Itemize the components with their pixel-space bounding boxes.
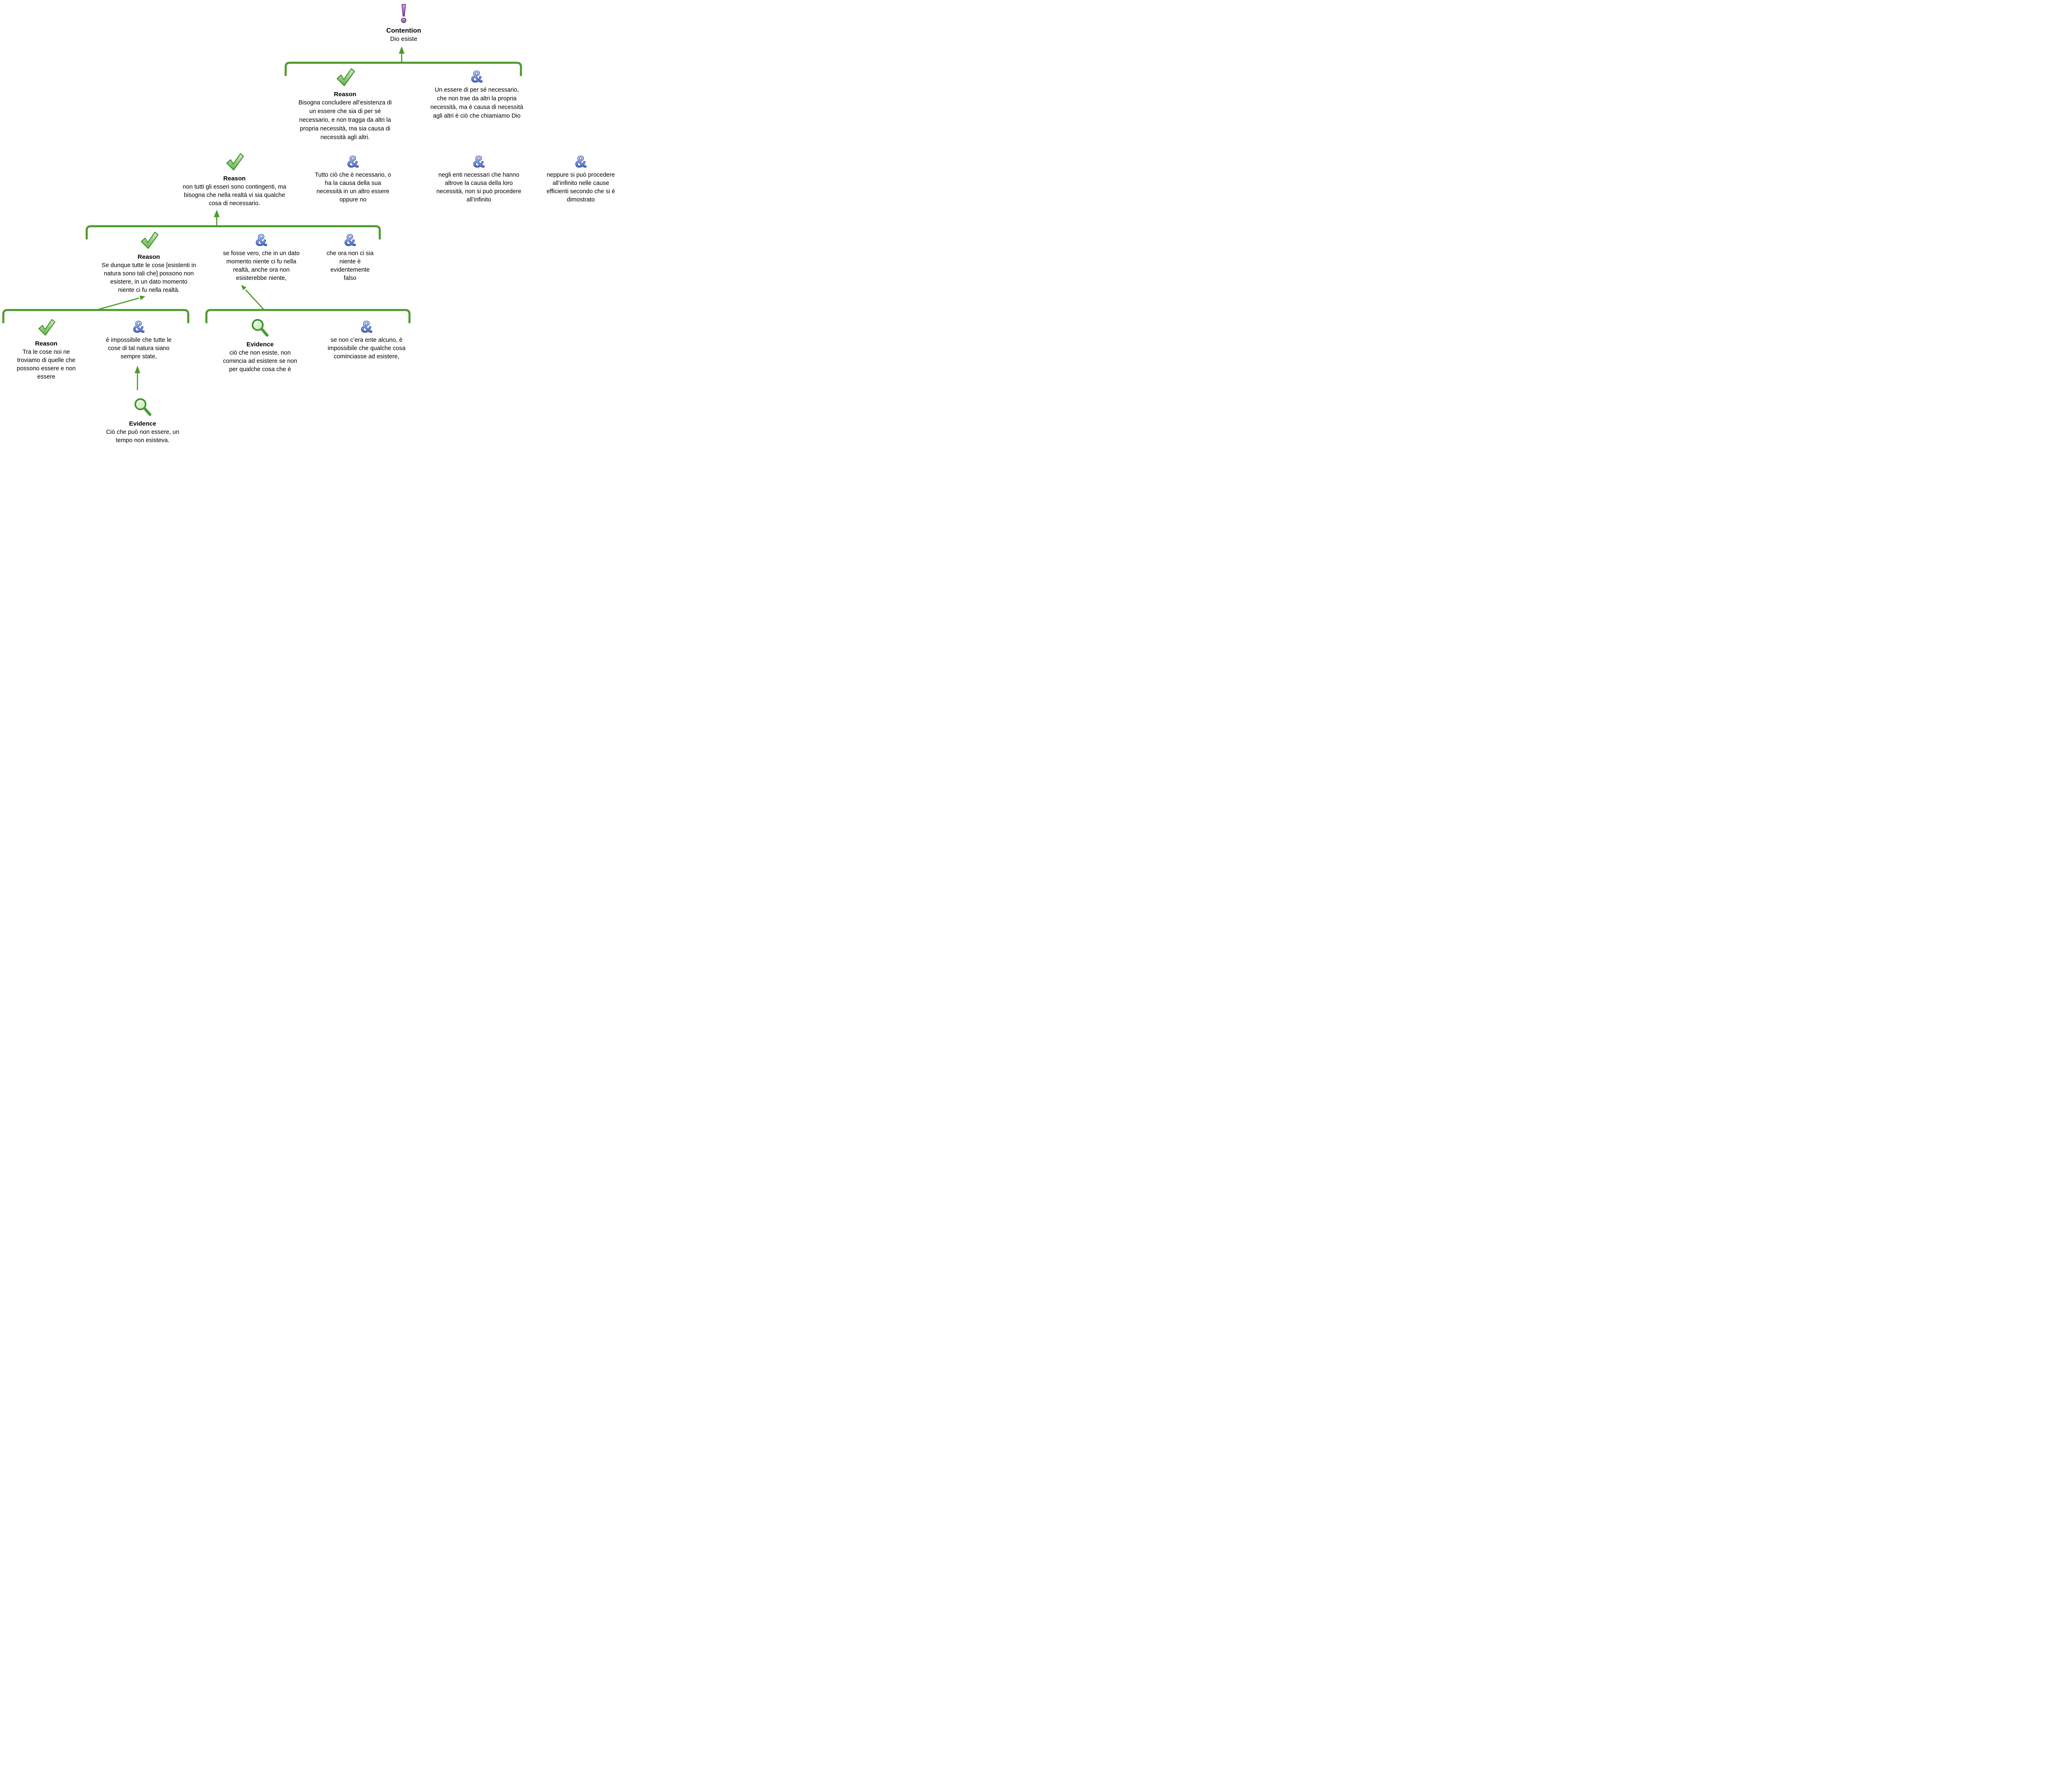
ampersand-icon: & xyxy=(471,68,483,86)
contention-text: Dio esiste xyxy=(390,36,417,43)
contention-label: Contention xyxy=(386,27,421,34)
evidence-text: ciò che non esiste, non comincia ad esis… xyxy=(223,350,297,373)
ampersand-icon: & xyxy=(575,153,587,171)
ampersand-icon: & xyxy=(473,153,485,171)
reason-label: Reason xyxy=(35,340,58,347)
reason2-node[interactable]: Reason non tutti gli esseri sono conting… xyxy=(171,151,298,208)
reason-text: Tra le cose noi ne troviamo di quelle ch… xyxy=(17,349,76,380)
and3a-node[interactable]: & se fosse vero, che in un dato momento … xyxy=(215,232,307,282)
ampersand-icon: & xyxy=(347,153,359,171)
and5-node[interactable]: & se non c’era ente alcuno, è impossibil… xyxy=(316,319,417,361)
arrow-and4 xyxy=(135,366,140,390)
and-text: negli enti necessari che hanno altrove l… xyxy=(436,172,521,203)
reason-text: non tutti gli esseri sono contingenti, m… xyxy=(182,184,286,207)
evidence-label: Evidence xyxy=(246,341,274,348)
and2c-node[interactable]: & neppure si può procedere all’infinito … xyxy=(542,154,620,204)
and3b-node[interactable]: & che ora non ci sia niente è evidenteme… xyxy=(321,232,379,282)
evidence-text: Ciò che può non essere, un tempo non esi… xyxy=(106,429,180,444)
reason3-node[interactable]: Reason Se dunque tutte le cose [esistent… xyxy=(88,230,210,294)
reason-label: Reason xyxy=(223,175,246,182)
and2b-node[interactable]: & negli enti necessari che hanno altrove… xyxy=(427,154,531,204)
reason-label: Reason xyxy=(137,253,160,260)
ampersand-icon: & xyxy=(255,231,267,249)
ampersand-icon: & xyxy=(344,231,356,249)
argument-map: Contention Dio esiste Reason Bisogna con… xyxy=(0,0,623,448)
magnifier-icon xyxy=(98,396,187,419)
reason1-node[interactable]: Reason Bisogna concludere all’esistenza … xyxy=(287,66,403,142)
check-icon xyxy=(171,151,298,174)
evidence2-node[interactable]: Evidence ciò che non esiste, non cominci… xyxy=(213,317,307,374)
exclamation-icon xyxy=(362,3,445,26)
contention-node[interactable]: Contention Dio esiste xyxy=(362,3,445,43)
evidence1-node[interactable]: Evidence Ciò che può non essere, un temp… xyxy=(98,396,187,445)
arrow-reason3 xyxy=(96,296,145,311)
ampersand-icon: & xyxy=(360,318,373,336)
check-icon xyxy=(8,317,84,339)
arrow-contention xyxy=(399,46,405,63)
reason-text: Bisogna concludere all’esistenza di un e… xyxy=(298,99,392,141)
arrow-reason2 xyxy=(214,210,220,226)
ampersand-icon: & xyxy=(133,318,145,336)
check-icon xyxy=(287,66,403,90)
arrow-and3a xyxy=(241,285,265,310)
check-icon xyxy=(88,230,210,252)
evidence-label: Evidence xyxy=(129,420,156,427)
and-text: neppure si può procedere all’infinito ne… xyxy=(547,172,615,203)
reason4-node[interactable]: Reason Tra le cose noi ne troviamo di qu… xyxy=(8,317,84,381)
and-text: che ora non ci sia niente è evidentement… xyxy=(327,250,374,282)
reason-text: Se dunque tutte le cose [esistenti in na… xyxy=(102,262,196,294)
magnifier-icon xyxy=(213,317,307,340)
and-text: se fosse vero, che in un dato momento ni… xyxy=(223,250,300,282)
reason-label: Reason xyxy=(334,91,357,98)
and4-node[interactable]: & è impossibile che tutte le cose di tal… xyxy=(97,319,180,361)
and-text: è impossibile che tutte le cose di tal n… xyxy=(106,337,172,360)
and2a-node[interactable]: & Tutto ciò che è necessario, o ha la ca… xyxy=(305,154,400,204)
and-text: Tutto ciò che è necessario, o ha la caus… xyxy=(315,172,391,203)
and-text: se non c’era ente alcuno, è impossibile … xyxy=(327,337,406,360)
and1-node[interactable]: & Un essere di per sé necessario, che no… xyxy=(419,69,535,121)
and-text: Un essere di per sé necessario, che non … xyxy=(430,87,523,119)
